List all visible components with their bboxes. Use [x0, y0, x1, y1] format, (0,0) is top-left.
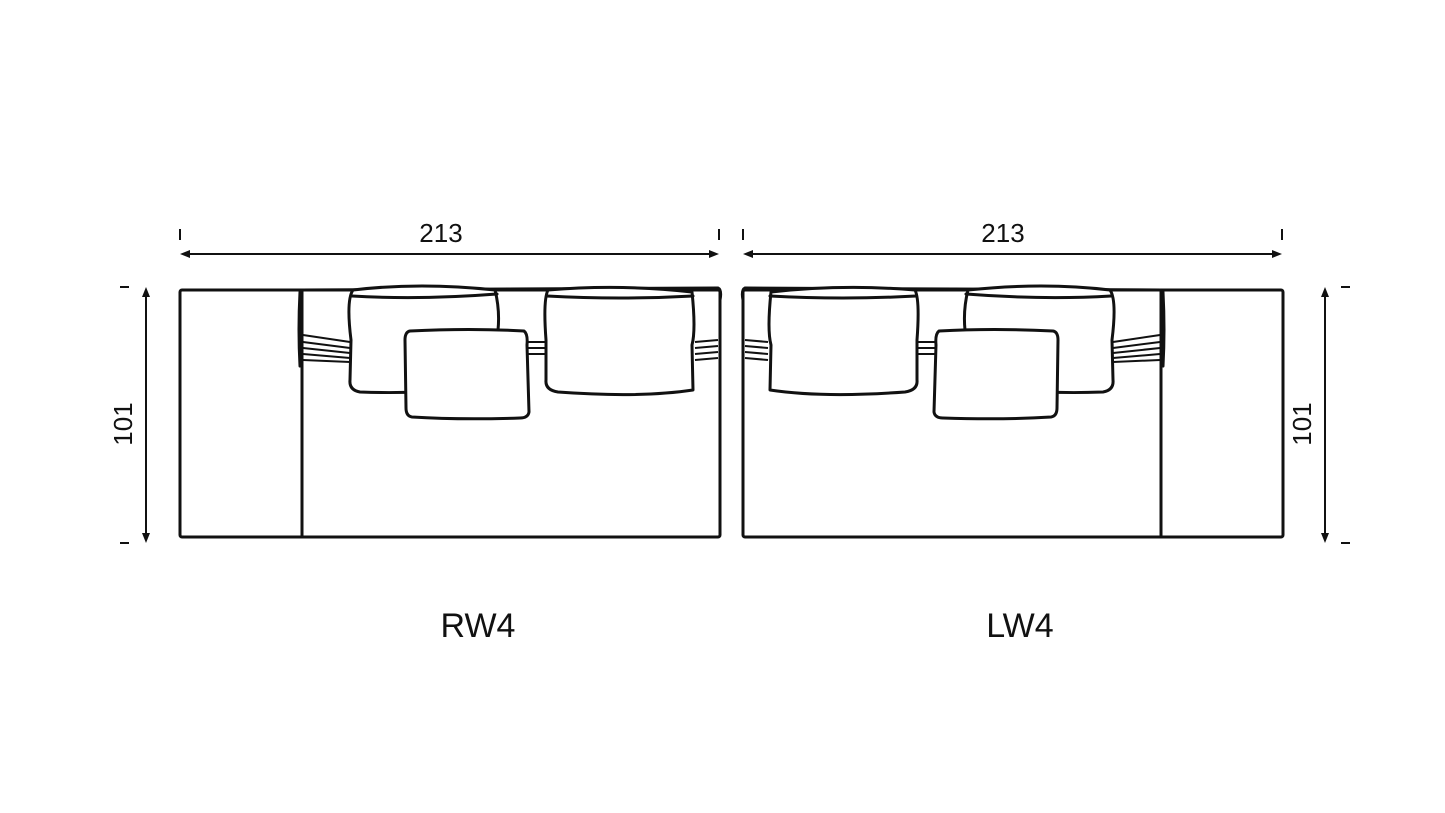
- width-dimension-lw4: 213: [742, 218, 1283, 258]
- depth-dimension-rw4: 101: [108, 286, 150, 544]
- unit-label-rw4: RW4: [441, 607, 516, 645]
- sofa-unit-lw4: [740, 284, 1285, 539]
- depth-label: 101: [108, 402, 138, 445]
- depth-label: 101: [1287, 402, 1317, 445]
- depth-dimension-lw4: 101: [1287, 286, 1350, 544]
- unit-label-lw4: LW4: [986, 607, 1053, 645]
- width-dimension-rw4: 213: [179, 218, 720, 258]
- width-label: 213: [419, 218, 462, 248]
- width-label: 213: [981, 218, 1024, 248]
- sofa-unit-rw4: [178, 284, 723, 539]
